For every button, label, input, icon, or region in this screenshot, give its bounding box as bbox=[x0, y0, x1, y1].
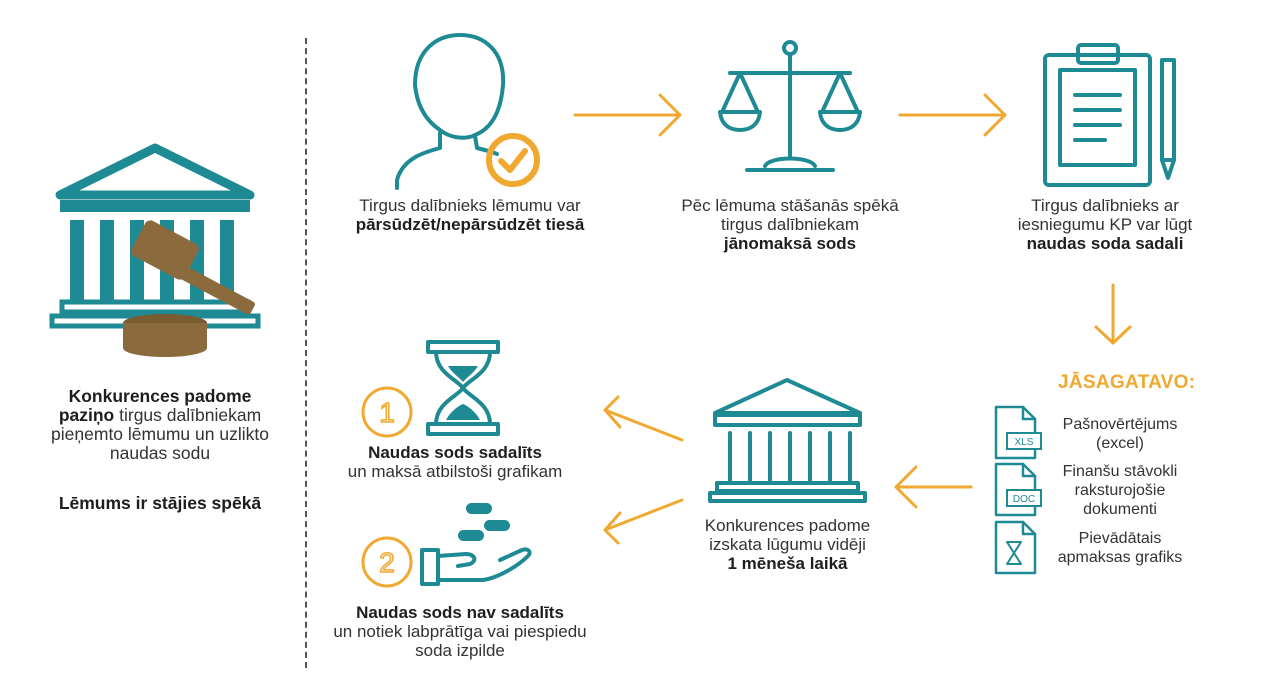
doc-file-icon: DOC bbox=[994, 462, 1042, 517]
step-pay-plain: Pēc lēmuma stāšanās spēkā tirgus dalībni… bbox=[681, 196, 899, 234]
institution-icon bbox=[708, 378, 867, 503]
step-appeal-plain: Tirgus dalībnieks lēmumu var bbox=[359, 196, 581, 215]
outcome-1-bold: Naudas sods sadalīts bbox=[368, 443, 542, 462]
court-gavel-icon bbox=[49, 143, 261, 357]
person-check-icon bbox=[395, 33, 540, 190]
prepare-title: JĀSAGATAVO: bbox=[1058, 372, 1196, 393]
prepare-item-financial-docs: Finanšu stāvokli raksturojošie dokumenti bbox=[1062, 463, 1178, 518]
arrow-right-icon bbox=[898, 93, 1007, 137]
step-review-text: Konkurences padome izskata lūgumu vidēji… bbox=[700, 516, 875, 573]
step-review-plain: Konkurences padome izskata lūgumu vidēji bbox=[704, 516, 871, 554]
scales-icon bbox=[718, 40, 862, 172]
outcome-1-plain: un maksā atbilstoši grafikam bbox=[347, 462, 563, 481]
prepare-item-selfassessment: Pašnovērtējums (excel) bbox=[1062, 416, 1178, 452]
arrow-down-icon bbox=[1094, 283, 1132, 345]
hourglass-file-icon bbox=[994, 520, 1037, 575]
number-two-icon: 2 bbox=[361, 536, 413, 588]
announce-bold: Konkurences padome paziņo bbox=[58, 386, 252, 425]
arrow-down-left-icon bbox=[603, 498, 684, 545]
prepare-item-schedule: Pievādātais apmaksas grafiks bbox=[1057, 530, 1183, 566]
decision-label: Lēmums ir stājies spēkā bbox=[58, 493, 262, 513]
xls-label: XLS bbox=[1015, 437, 1034, 448]
svg-text:1: 1 bbox=[379, 397, 395, 428]
step-appeal-text: Tirgus dalībnieks lēmumu var pārsūdzēt/n… bbox=[345, 196, 595, 234]
arrow-right-icon bbox=[573, 93, 682, 137]
step-review-bold: 1 mēneša laikā bbox=[727, 554, 848, 573]
svg-text:2: 2 bbox=[379, 547, 395, 578]
step-request-text: Tirgus dalībnieks ar iesniegumu KP var l… bbox=[990, 196, 1220, 253]
arrow-up-left-icon bbox=[603, 395, 684, 442]
clipboard-icon bbox=[1043, 43, 1176, 187]
xls-file-icon: XLS bbox=[994, 405, 1042, 460]
announce-text: Konkurences padome paziņo tirgus dalībni… bbox=[40, 387, 280, 463]
step-appeal-bold: pārsūdzēt/nepārsūdzēt tiesā bbox=[355, 215, 585, 234]
step-pay-bold: jānomaksā sods bbox=[723, 234, 857, 253]
step-request-plain: Tirgus dalībnieks ar iesniegumu KP var l… bbox=[1017, 196, 1193, 234]
outcome-2-text: Naudas sods nav sadalīts un notiek labpr… bbox=[325, 603, 595, 660]
step-pay-text: Pēc lēmuma stāšanās spēkā tirgus dalībni… bbox=[670, 196, 910, 253]
section-divider bbox=[305, 38, 307, 668]
outcome-1-text: Naudas sods sadalīts un maksā atbilstoši… bbox=[320, 443, 590, 481]
step-request-bold: naudas soda sadali bbox=[1026, 234, 1184, 253]
announce-rest: tirgus dalībniekam pieņemto lēmumu un uz… bbox=[51, 405, 269, 463]
hand-coins-icon bbox=[420, 503, 532, 586]
outcome-2-plain: un notiek labprātīga vai piespiedu soda … bbox=[333, 622, 587, 660]
outcome-2-bold: Naudas sods nav sadalīts bbox=[356, 603, 564, 622]
arrow-left-icon bbox=[894, 465, 973, 509]
doc-label: DOC bbox=[1013, 494, 1035, 505]
number-one-icon: 1 bbox=[361, 386, 413, 438]
hourglass-icon bbox=[426, 340, 500, 436]
